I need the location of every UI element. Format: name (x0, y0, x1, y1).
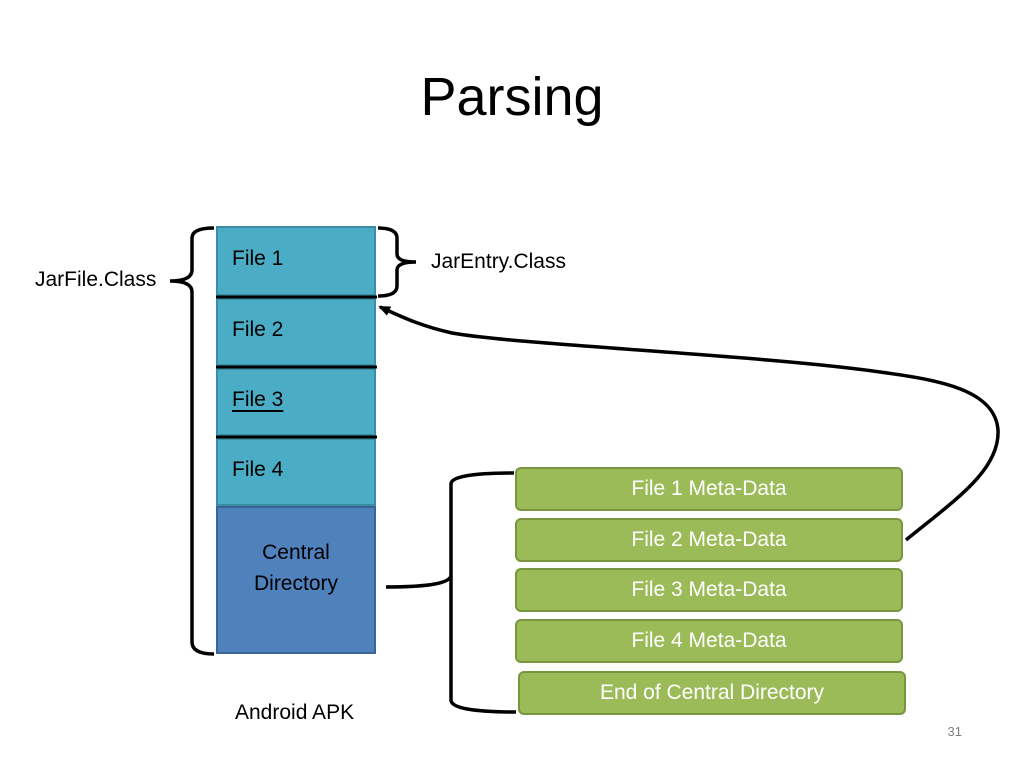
slide-title: Parsing (420, 67, 604, 127)
apk-file-3-label: File 3 (232, 388, 284, 411)
apk-file-3-block: File 3 (216, 368, 376, 436)
jarfile-class-label: JarFile.Class (35, 268, 157, 291)
file-1-metadata-block: File 1 Meta-Data (515, 467, 903, 511)
file-3-metadata-block: File 3 Meta-Data (515, 568, 903, 612)
android-apk-caption: Android APK (235, 701, 355, 724)
apk-file-4-block: File 4 (216, 438, 376, 506)
central-directory-line2: Directory (253, 572, 338, 595)
end-of-central-directory-block: End of Central Directory (518, 671, 906, 715)
apk-file-1-block: File 1 (216, 226, 376, 296)
central-directory-brace (385, 471, 517, 714)
central-directory-line1: Central (262, 541, 330, 564)
apk-file-2-label: File 2 (232, 318, 284, 341)
jarentry-class-label: JarEntry.Class (431, 250, 566, 273)
apk-file-1-label: File 1 (232, 247, 284, 270)
file-4-metadata-block: File 4 Meta-Data (515, 619, 903, 663)
jarentry-brace (377, 226, 417, 298)
page-number: 31 (947, 724, 962, 739)
metadata-to-file2-arrow (378, 305, 1000, 542)
file-2-metadata-block: File 2 Meta-Data (515, 518, 903, 562)
jarfile-brace (169, 226, 215, 656)
apk-file-2-block: File 2 (216, 298, 376, 366)
central-directory-block: Central Directory (216, 506, 376, 654)
apk-file-4-label: File 4 (232, 458, 284, 481)
